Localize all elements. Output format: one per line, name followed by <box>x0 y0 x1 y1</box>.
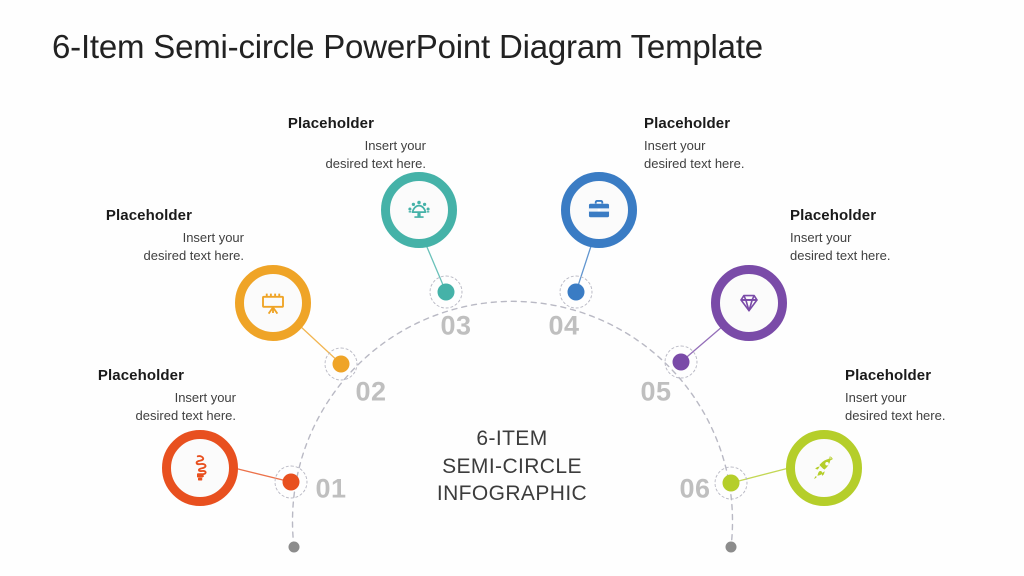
text-title-06: Placeholder <box>845 367 932 384</box>
node-ring-02 <box>324 347 358 381</box>
center-caption: 6-ITEM SEMI-CIRCLE INFOGRAPHIC <box>392 425 632 508</box>
text-body-line2-06: desired text here. <box>845 408 946 424</box>
meeting-table-icon <box>405 196 433 224</box>
icon-circle-04[interactable] <box>561 172 637 248</box>
node-ring-03 <box>429 275 463 309</box>
text-body-line2-04: desired text here. <box>644 156 745 172</box>
node-ring-01 <box>274 465 308 499</box>
icon-circle-03[interactable] <box>381 172 457 248</box>
node-ring-05 <box>664 345 698 379</box>
node-dot-04[interactable] <box>567 283 585 301</box>
text-body-03: Insert your desired text here. <box>236 137 426 174</box>
center-caption-line2: SEMI-CIRCLE <box>442 454 582 478</box>
icon-circle-02[interactable] <box>235 265 311 341</box>
text-title-02: Placeholder <box>105 207 193 224</box>
node-dot-02[interactable] <box>332 355 350 373</box>
text-body-line2-01: desired text here. <box>135 408 236 424</box>
node-ring-06 <box>714 466 748 500</box>
rocket-icon <box>810 454 838 482</box>
text-body-line2-02: desired text here. <box>143 248 244 264</box>
text-block-04: Placeholder Insert your desired text her… <box>644 115 834 174</box>
text-body-06: Insert your desired text here. <box>845 389 1024 426</box>
text-body-line1-03: Insert your <box>364 138 426 153</box>
node-number-05: 05 <box>640 376 672 407</box>
text-body-line1-05: Insert your <box>790 230 852 245</box>
text-body-04: Insert your desired text here. <box>644 137 834 174</box>
text-body-line1-04: Insert your <box>644 138 706 153</box>
text-title-04: Placeholder <box>644 115 731 132</box>
text-body-line1-02: Insert your <box>182 230 244 245</box>
node-dot-05[interactable] <box>672 353 690 371</box>
text-block-06: Placeholder Insert your desired text her… <box>845 367 1024 426</box>
text-title-03: Placeholder <box>287 115 375 132</box>
node-ring-04 <box>559 275 593 309</box>
text-body-05: Insert your desired text here. <box>790 229 980 266</box>
node-number-04: 04 <box>548 310 580 341</box>
node-dot-01[interactable] <box>282 473 300 491</box>
diamond-icon <box>735 289 763 317</box>
text-block-05: Placeholder Insert your desired text her… <box>790 207 980 266</box>
node-number-03: 03 <box>440 310 472 341</box>
spiral-lightbulb-icon <box>185 453 215 483</box>
billboard-icon <box>258 288 288 318</box>
text-block-01: Placeholder Insert your desired text her… <box>46 367 236 426</box>
node-dot-03[interactable] <box>437 283 455 301</box>
icon-circle-06[interactable] <box>786 430 862 506</box>
center-caption-line3: INFOGRAPHIC <box>436 482 588 506</box>
text-body-line1-06: Insert your <box>845 390 907 405</box>
text-body-line1-01: Insert your <box>174 390 236 405</box>
node-number-01: 01 <box>315 473 347 504</box>
text-block-02: Placeholder Insert your desired text her… <box>54 207 244 266</box>
text-body-line2-05: desired text here. <box>790 248 891 264</box>
briefcase-icon <box>585 196 613 224</box>
text-title-01: Placeholder <box>97 367 185 384</box>
node-number-06: 06 <box>679 473 711 504</box>
text-title-05: Placeholder <box>790 207 877 224</box>
node-dot-06[interactable] <box>722 474 740 492</box>
page-title: 6-Item Semi-circle PowerPoint Diagram Te… <box>52 28 763 65</box>
text-body-01: Insert your desired text here. <box>46 389 236 426</box>
text-block-03: Placeholder Insert your desired text her… <box>236 115 426 174</box>
text-body-line2-03: desired text here. <box>325 156 426 172</box>
node-number-02: 02 <box>355 376 387 407</box>
center-caption-line1: 6-ITEM <box>476 427 548 450</box>
icon-circle-01[interactable] <box>162 430 238 506</box>
icon-circle-05[interactable] <box>711 265 787 341</box>
text-body-02: Insert your desired text here. <box>54 229 244 266</box>
